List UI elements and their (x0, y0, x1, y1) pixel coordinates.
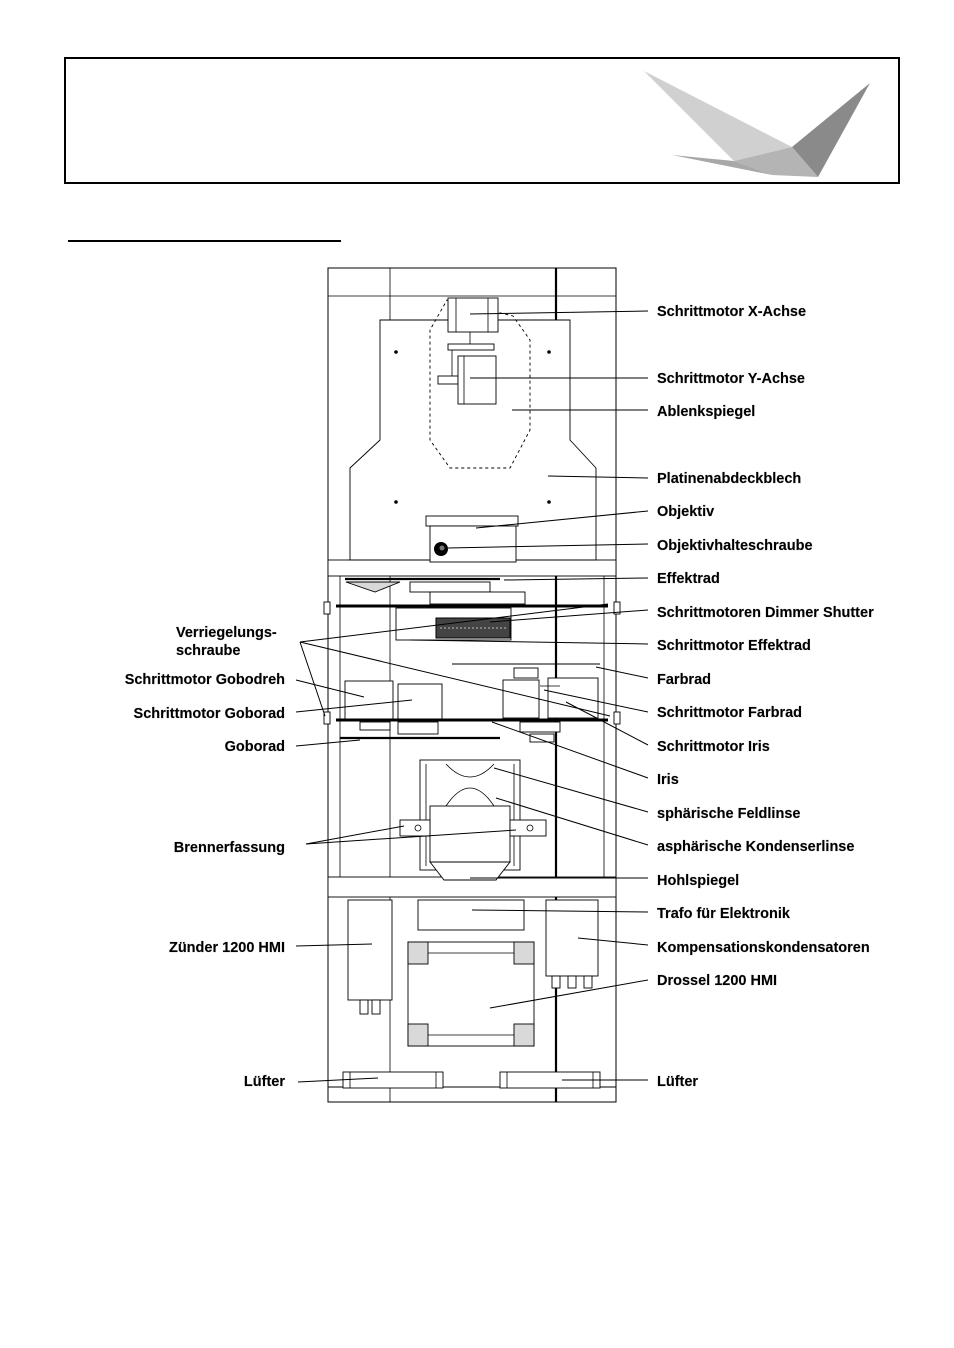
label-objektiv: Objektiv (657, 504, 714, 520)
label-zuender-1200-hmi: Zünder 1200 HMI (169, 940, 285, 956)
label-kompensationskondensatoren: Kompensationskondensatoren (657, 940, 870, 956)
label-schrittmotor-y-achse: Schrittmotor Y-Achse (657, 371, 805, 387)
logo-icon (644, 71, 870, 177)
label-iris: Iris (657, 772, 679, 788)
label-asphaerische-kondenserlinse: asphärische Kondenserlinse (657, 839, 854, 855)
label-ablenkspiegel: Ablenkspiegel (657, 404, 755, 420)
label-schrittmotor-iris: Schrittmotor Iris (657, 739, 770, 755)
mirror-head (349, 297, 597, 563)
electronics-section (342, 899, 601, 1089)
label-goborad: Goborad (225, 739, 285, 755)
label-hohlspiegel: Hohlspiegel (657, 873, 739, 889)
label-schrittmotor-effektrad: Schrittmotor Effektrad (657, 638, 811, 654)
label-schrittmotor-x-achse: Schrittmotor X-Achse (657, 304, 806, 320)
label-trafo-fuer-elektronik: Trafo für Elektronik (657, 906, 791, 922)
labels-left: Verriegelungs- schraube Schrittmotor Gob… (124, 625, 285, 1090)
burner-section (399, 759, 547, 881)
label-farbrad: Farbrad (657, 672, 711, 688)
header-box (64, 57, 900, 184)
wheel-section (323, 577, 621, 743)
label-schrittmotor-farbrad: Schrittmotor Farbrad (657, 705, 802, 721)
label-objektivhalteschraube: Objektivhalteschraube (657, 538, 813, 554)
label-effektrad: Effektrad (657, 571, 720, 587)
section-heading-underline (68, 240, 341, 242)
label-drossel-1200-hmi: Drossel 1200 HMI (657, 973, 777, 989)
label-schrittmotor-gobodreh: Schrittmotor Gobodreh (125, 672, 285, 688)
label-brennerfassung: Brennerfassung (174, 840, 285, 856)
label-verriegelungsschraube-1: Verriegelungs- (176, 625, 277, 641)
label-sphaerische-feldlinse: sphärische Feldlinse (657, 806, 800, 822)
label-luefter-right: Lüfter (657, 1074, 698, 1090)
label-schrittmotoren-dimmer-shutter: Schrittmotoren Dimmer Shutter (657, 605, 874, 621)
label-schrittmotor-goborad: Schrittmotor Goborad (134, 706, 285, 722)
labels-right: Schrittmotor X-Achse Schrittmotor Y-Achs… (657, 304, 875, 1090)
label-platinenabdeckblech: Platinenabdeckblech (657, 471, 801, 487)
label-verriegelungsschraube-2: schraube (176, 643, 240, 659)
label-luefter-left: Lüfter (244, 1074, 285, 1090)
leader-lines (295, 310, 649, 1083)
